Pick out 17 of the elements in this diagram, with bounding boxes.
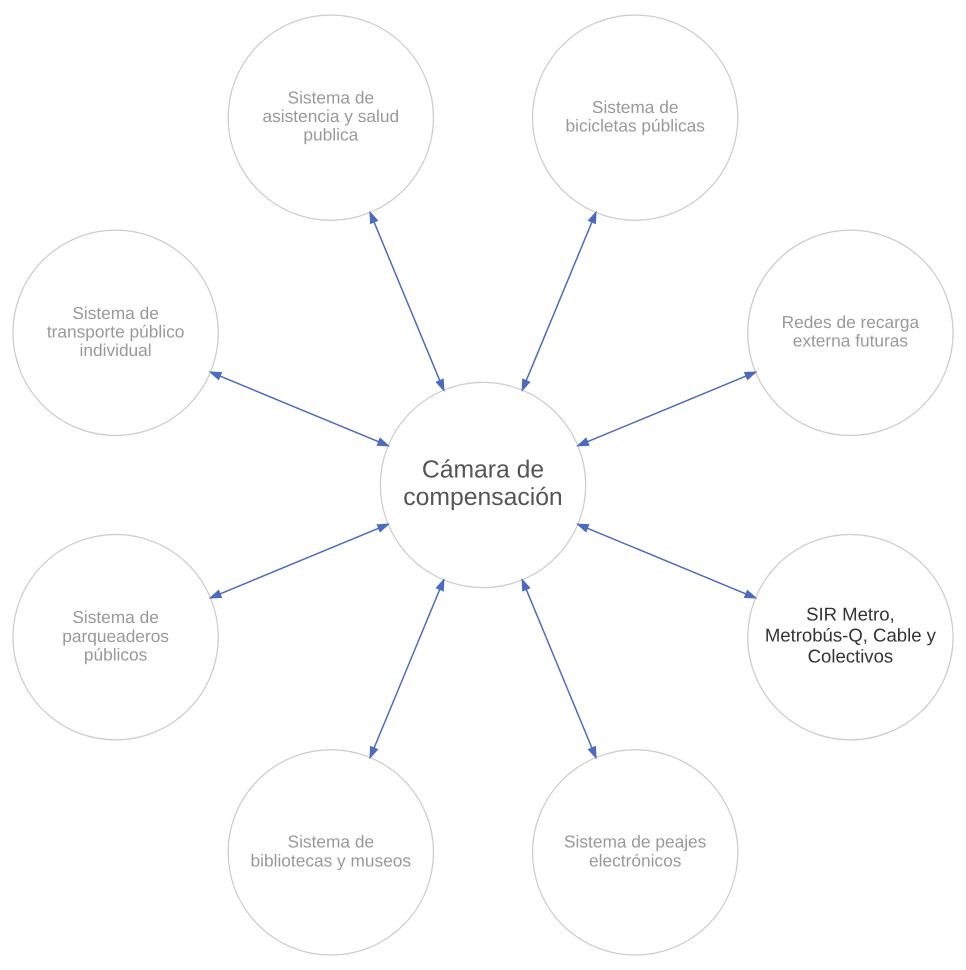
arrow	[208, 371, 390, 446]
arrow	[576, 524, 758, 599]
node-circle: Sistema de bicicletas públicas	[532, 14, 738, 221]
arrow	[522, 210, 597, 392]
node-circle: Sistema de bibliotecas y museos	[228, 749, 434, 956]
arrow	[576, 371, 758, 446]
node-circle: Sistema de parqueaderos públicos	[12, 534, 219, 740]
arrow	[208, 524, 390, 599]
node-circle: Sistema de asistencia y salud publica	[228, 14, 434, 221]
node-circle: Sistema de transporte público individual	[12, 230, 219, 436]
arrow	[522, 578, 597, 760]
arrow	[369, 210, 444, 392]
arrow	[369, 578, 444, 760]
node-circle: Sistema de peajes electrónicos	[532, 749, 738, 956]
node-circle: SIR Metro, Metrobús-Q, Cable y Colectivos	[747, 534, 954, 740]
node-circle: Redes de recarga externa futuras	[747, 230, 954, 436]
node-circle: Cámara de compensación	[380, 382, 586, 588]
